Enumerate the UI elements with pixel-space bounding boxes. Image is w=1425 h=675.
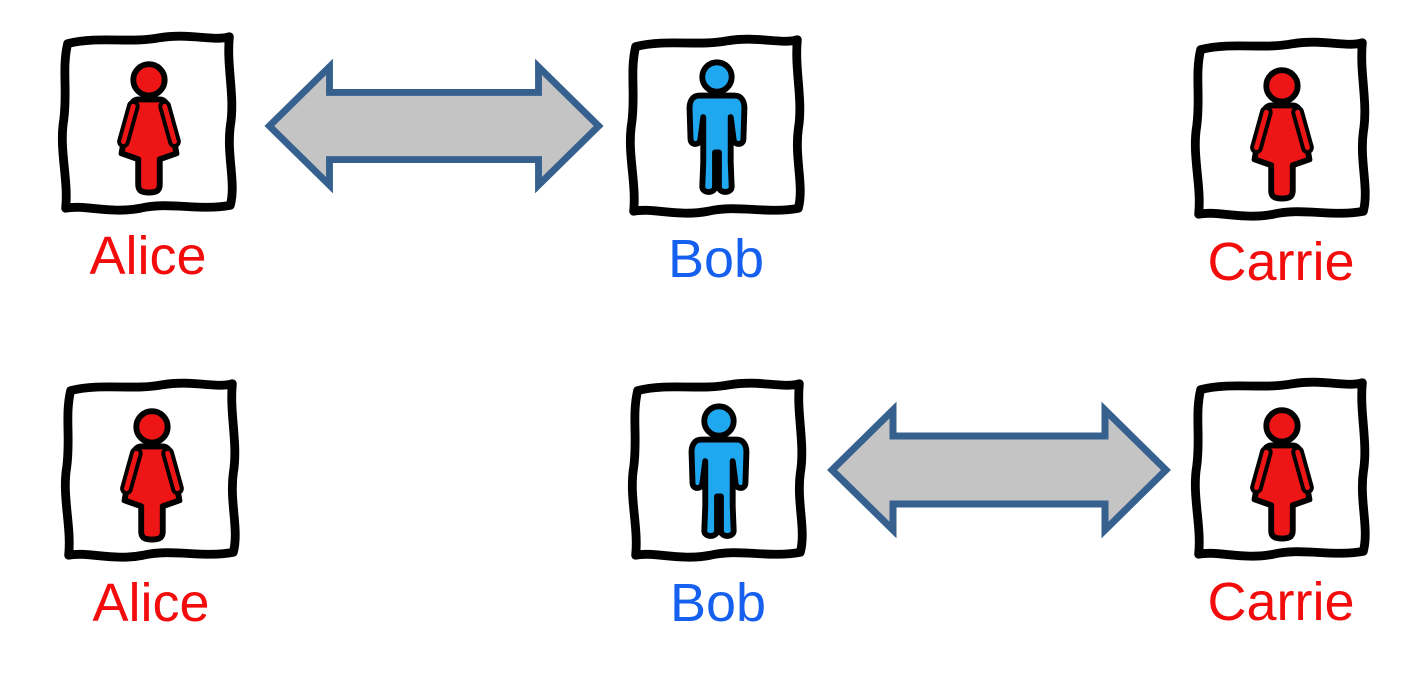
person-card-bob-top: Bob [618, 27, 814, 288]
double-arrow-bob-carrie-icon [827, 399, 1171, 541]
male-figure-icon [620, 371, 816, 567]
person-label-alice: Alice [92, 573, 210, 633]
person-card-alice-bottom: Alice [53, 371, 249, 632]
female-figure-icon [1183, 370, 1379, 566]
person-label-bob: Bob [669, 573, 767, 633]
person-card-bob-bottom: Bob [620, 371, 816, 632]
female-figure-icon [50, 24, 246, 220]
person-card-carrie-top: Carrie [1183, 30, 1379, 291]
female-figure-icon [1183, 30, 1379, 226]
person-label-carrie: Carrie [1207, 232, 1355, 292]
female-figure-icon [53, 371, 249, 567]
person-label-bob: Bob [667, 229, 765, 289]
person-card-alice-top: Alice [50, 24, 246, 285]
double-arrow-alice-bob-icon [262, 56, 606, 196]
person-label-carrie: Carrie [1207, 572, 1355, 632]
male-figure-icon [618, 27, 814, 223]
person-card-carrie-bottom: Carrie [1183, 370, 1379, 631]
person-label-alice: Alice [89, 226, 207, 286]
